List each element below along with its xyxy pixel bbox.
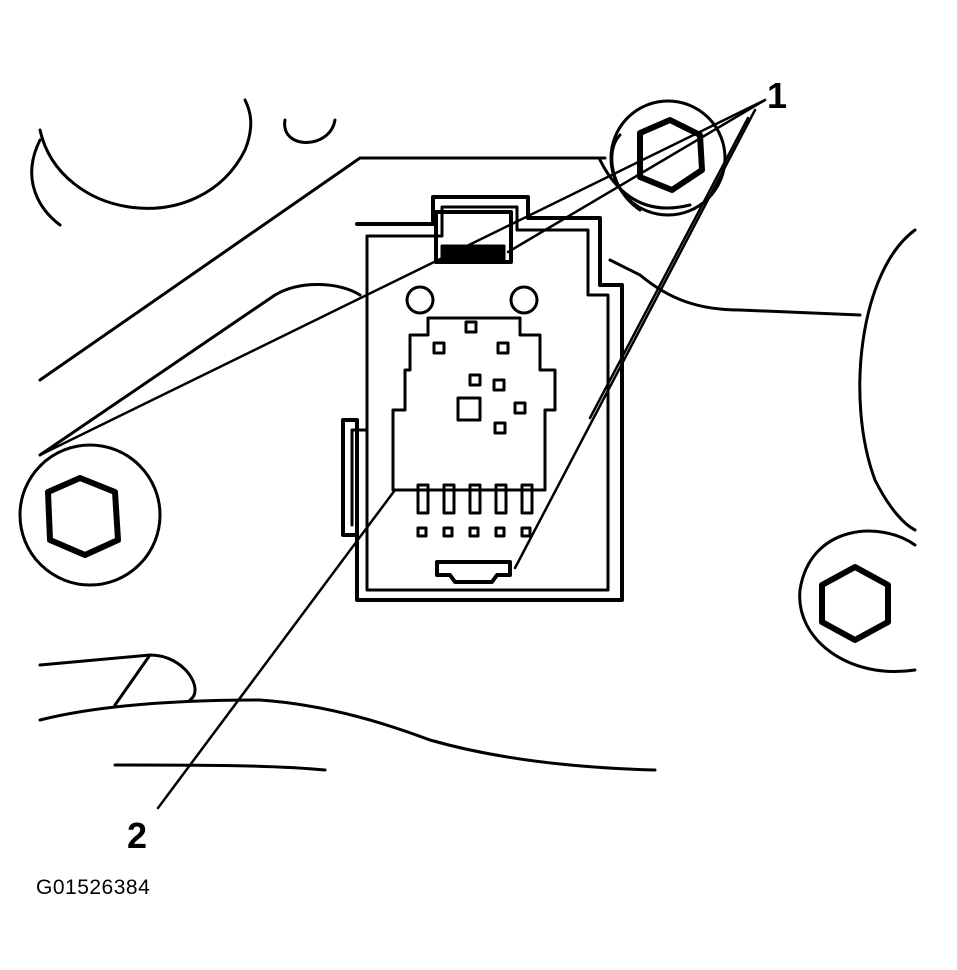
figure-id: G01526384 [36,876,151,899]
callout-1: 1 [767,75,788,116]
housing-top-left [32,100,335,225]
bolt-left [20,445,160,585]
bolt-top-right [611,101,725,215]
casting-contours [40,158,915,770]
switch-housing [343,197,622,600]
bolt-right [800,531,915,671]
callout-2: 2 [127,815,148,856]
leader-lines [40,100,765,808]
